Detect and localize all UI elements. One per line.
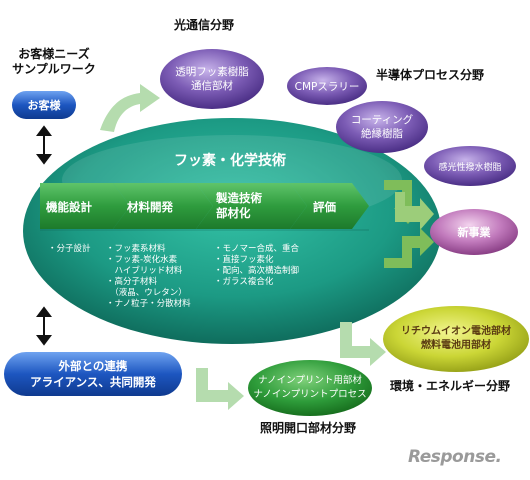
customer-needs-label: お客様ニーズ サンプルワーク: [8, 47, 100, 77]
optical-line2: 通信部材: [191, 80, 233, 92]
energy-blob: [383, 306, 529, 372]
lighting-title: 照明開口部材分野: [260, 421, 357, 435]
partnership-button[interactable]: 外部との連携 アライアンス、共同開発: [4, 352, 182, 396]
step-items-3: ・モノマー合成、重合 ・直接フッ素化 ・配向、高次構造制御 ・ガラス複合化: [214, 244, 300, 287]
step-chevron-1: [40, 183, 130, 229]
customer-pill-shape: [12, 91, 76, 119]
customer-needs-line2: サンプルワーク: [12, 62, 96, 76]
double-arrow-top-icon: [36, 125, 52, 165]
step-label-3a: 製造技術: [216, 191, 262, 205]
semiconductor-title: 半導体プロセス分野: [376, 68, 485, 82]
partnership-pill-shape: [4, 352, 182, 396]
lighting-blob: [248, 360, 372, 416]
photo-blob: [424, 146, 516, 186]
double-arrow-bottom-icon: [36, 306, 52, 346]
watermark-logo: Response.: [408, 447, 502, 467]
core-title: フッ素・化学技術: [174, 153, 286, 169]
step-chevron-4: [290, 183, 369, 229]
lighting-line1: ナノインプリント用部材: [258, 375, 362, 386]
step-label-4: 評価: [313, 200, 336, 214]
partnership-line2: アライアンス、共同開発: [30, 375, 156, 389]
cmp-blob: [287, 67, 367, 105]
step-label-1: 機能設計: [46, 200, 92, 214]
core-ellipse: [23, 118, 441, 344]
step-items-2: ・フッ素系材料 ・フッ素-炭化水素 ハイブリッド材料 ・高分子材料 （液晶、ウレ…: [106, 244, 191, 309]
step-chevron-2: [113, 183, 213, 229]
photo-text: 感光性撥水樹脂: [438, 162, 502, 173]
coating-blob: [336, 101, 428, 153]
arrow-to-energy-icon: [340, 322, 386, 366]
customer-needs-line1: お客様ニーズ: [18, 47, 90, 61]
new-business-text: 新事業: [457, 226, 491, 239]
energy-line1: リチウムイオン電池部材: [401, 326, 511, 337]
optical-blob: [160, 49, 264, 109]
step-label-3b: 部材化: [216, 206, 251, 220]
energy-blob-text: リチウムイオン電池部材 燃料電池用部材: [388, 322, 524, 356]
coating-line2: 絶縁樹脂: [361, 128, 403, 140]
cmp-text: CMPスラリー: [294, 80, 360, 93]
lighting-blob-text: ナノインプリント用部材 ナノインプリントプロセス: [250, 372, 370, 404]
lighting-line2: ナノインプリントプロセス: [253, 389, 367, 400]
partnership-line1: 外部との連携: [58, 359, 128, 373]
optical-blob-text: 透明フッ素樹脂 通信部材: [160, 60, 264, 98]
new-business-blob: [430, 209, 518, 255]
arrow-to-new-business-2-icon: [395, 192, 434, 230]
optical-title: 光通信分野: [174, 18, 235, 32]
energy-line2: 燃料電池用部材: [421, 340, 491, 351]
step-label-3: 製造技術 部材化: [216, 191, 262, 221]
arrow-to-optical-icon: [100, 84, 160, 132]
arrow-to-new-business-3-icon: [384, 228, 434, 268]
coating-text: コーティング 絶縁樹脂: [336, 112, 428, 142]
optical-line1: 透明フッ素樹脂: [175, 66, 249, 78]
step-items-1: ・分子設計: [48, 244, 91, 254]
step-label-2: 材料開発: [127, 200, 173, 214]
step-chevron-3: [196, 183, 307, 229]
arrow-to-lighting-icon: [196, 368, 244, 410]
energy-title: 環境・エネルギー分野: [390, 379, 511, 393]
customer-button[interactable]: お客様: [27, 99, 61, 112]
coating-line1: コーティング: [350, 114, 414, 126]
